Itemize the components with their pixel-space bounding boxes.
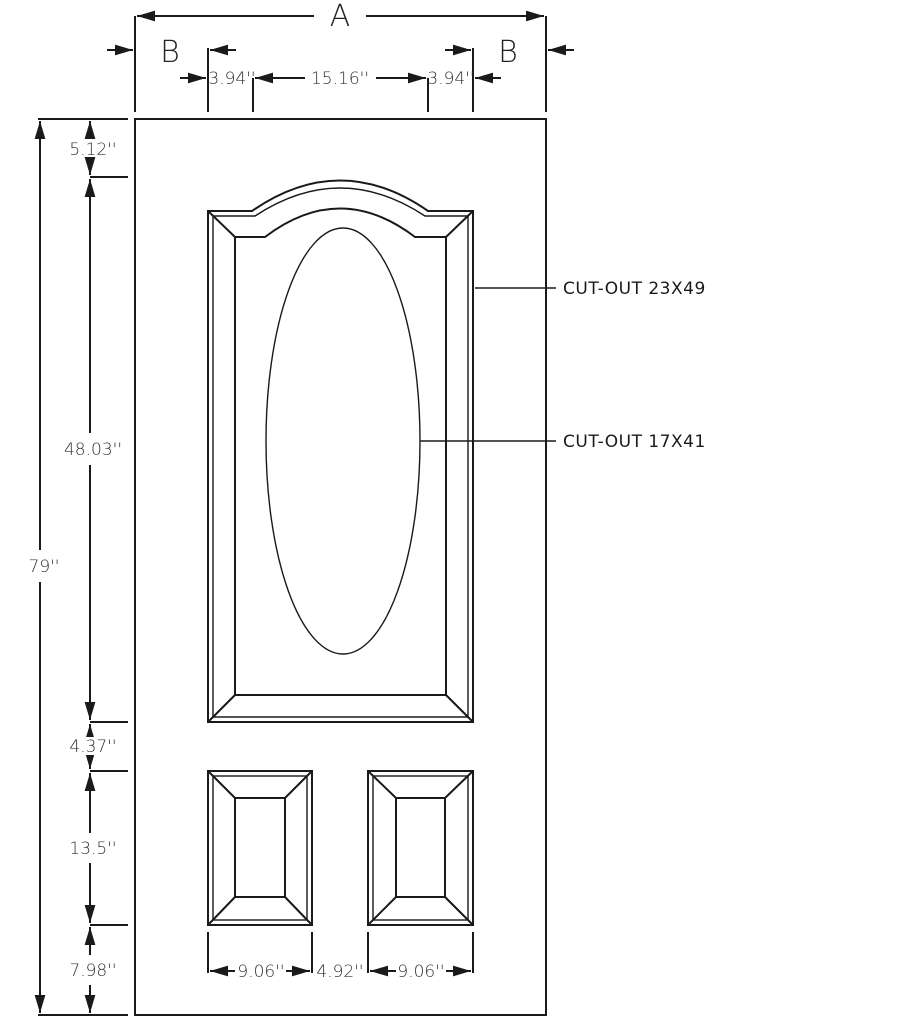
- upper-arched-panel: [207, 179, 474, 723]
- callout-inner-cutout: CUT-OUT 17X41: [563, 432, 706, 452]
- dimension-b-left-label: B: [160, 35, 180, 70]
- top-sub-dimensions: 3.94'' 15.16'' 3.94'': [180, 44, 501, 112]
- callouts: CUT-OUT 23X49 CUT-OUT 17X41: [420, 279, 706, 452]
- top-dim-center: 15.16'': [311, 69, 369, 89]
- mid-rail-dim: 4.37'': [69, 737, 116, 757]
- dimension-b: B B: [107, 35, 574, 70]
- bottom-rail-dim: 7.98'': [69, 961, 116, 981]
- dimension-b-right-label: B: [498, 35, 518, 70]
- top-rail-dim: 5.12'': [69, 140, 116, 160]
- vertical-chain-dimensions: 5.12'' 48.03'' 4.37'' 13.5'' 7.98'': [64, 121, 128, 1013]
- dimension-a: A: [134, 0, 547, 112]
- upper-panel-dim: 48.03'': [64, 440, 122, 460]
- lower-right-panel: [367, 770, 474, 926]
- dimension-total-height: 79'': [29, 118, 128, 1016]
- top-dim-right: 3.94'': [427, 69, 474, 89]
- lower-panel-dim: 13.5'': [69, 839, 116, 859]
- oval-glass-cutout: [265, 227, 421, 655]
- right-panel-width-dim: 9.06'': [397, 962, 444, 982]
- bottom-dimensions: 9.06'' 4.92'' 9.06'': [207, 932, 474, 982]
- panel-gap-dim: 4.92'': [316, 962, 363, 982]
- top-dim-left: 3.94'': [208, 69, 255, 89]
- dimension-a-label: A: [330, 0, 351, 34]
- lower-left-panel: [207, 770, 313, 926]
- total-height-label: 79'': [29, 557, 60, 577]
- door-outline: [134, 118, 547, 1016]
- callout-outer-cutout: CUT-OUT 23X49: [563, 279, 706, 299]
- left-panel-width-dim: 9.06'': [237, 962, 284, 982]
